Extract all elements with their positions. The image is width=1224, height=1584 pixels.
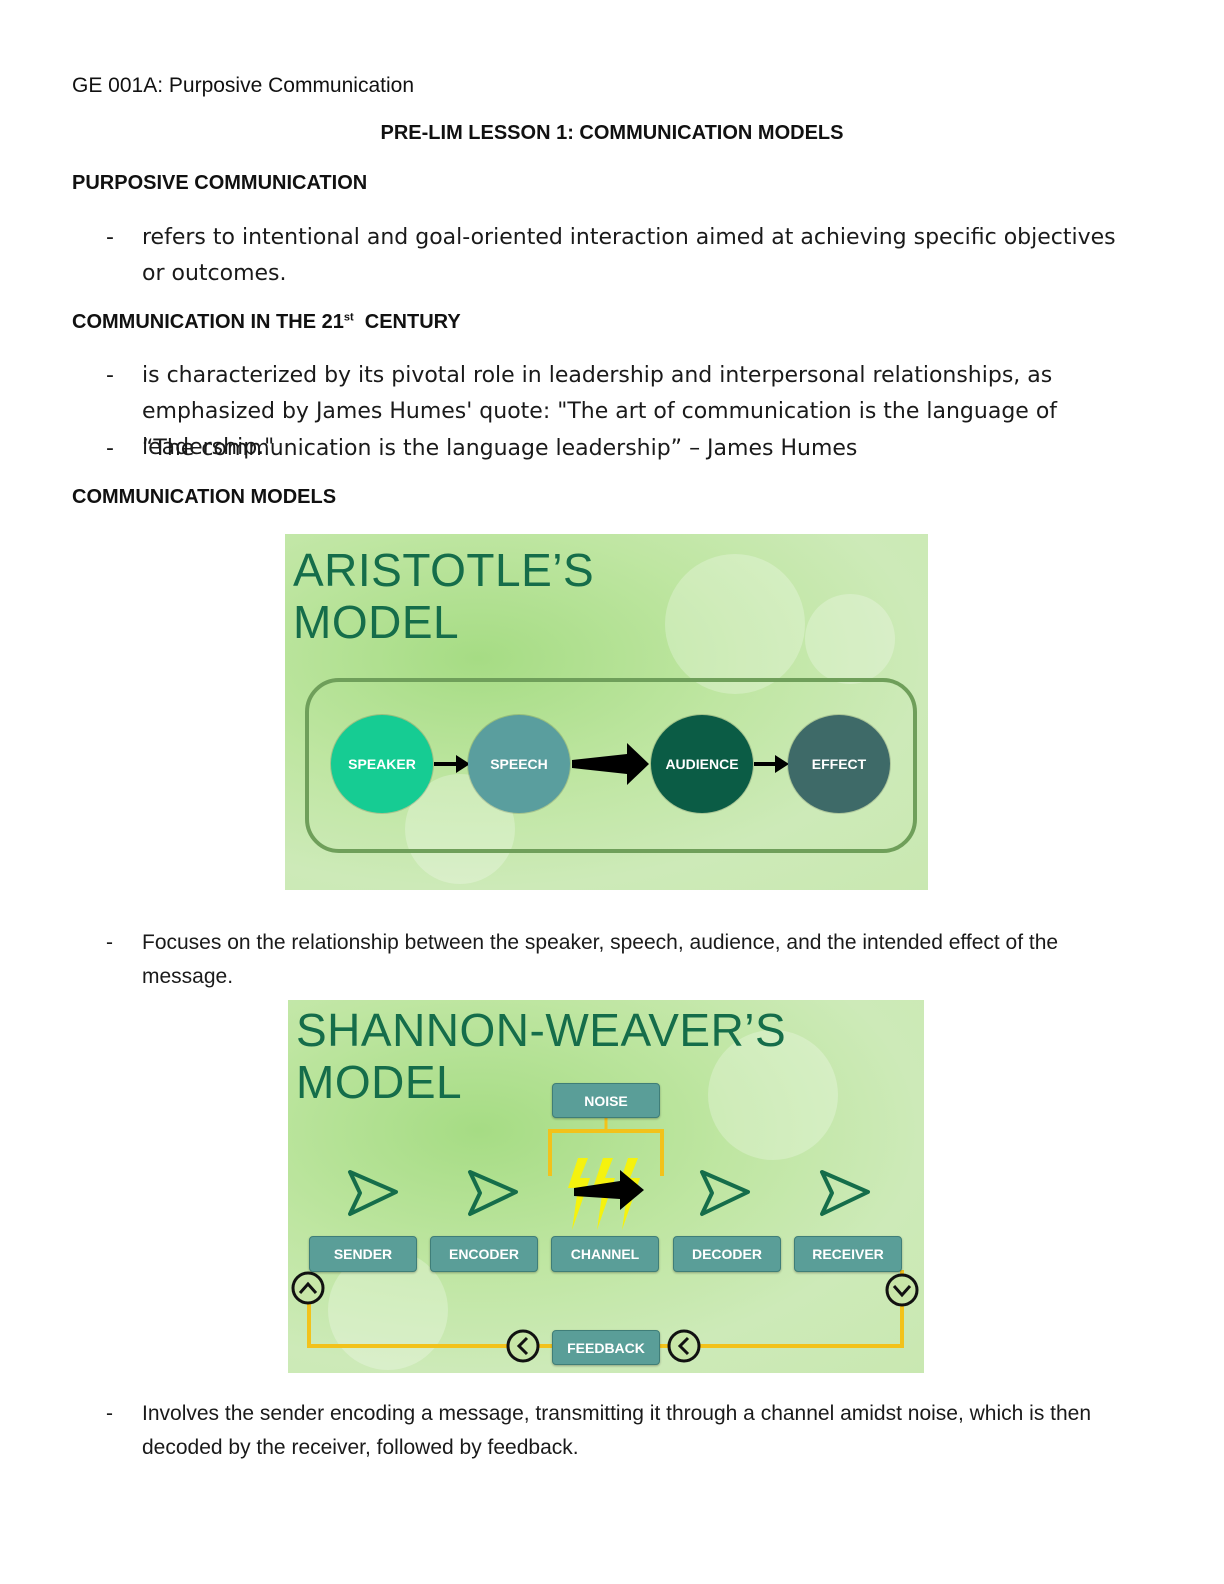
node-speech: SPEECH — [468, 715, 570, 813]
caption-aristotle: - Focuses on the relationship between th… — [106, 926, 1136, 994]
heading-text-end: CENTURY — [353, 311, 461, 333]
page-header: GE 001A: Purposive Communication — [72, 74, 414, 97]
bullet-text: refers to intentional and goal-oriented … — [142, 225, 1116, 286]
caption-shannon: - Involves the sender encoding a message… — [106, 1397, 1136, 1465]
section-heading-purposive: PURPOSIVE COMMUNICATION — [72, 172, 368, 194]
bullet-century-1: - is characterized by its pivotal role i… — [106, 358, 1136, 466]
channel-box: CHANNEL — [551, 1236, 659, 1272]
bullet-purposive-1: - refers to intentional and goal-oriente… — [106, 220, 1136, 292]
encoder-box: ENCODER — [430, 1236, 538, 1272]
lesson-title: PRE-LIM LESSON 1: COMMUNICATION MODELS — [380, 122, 844, 144]
arrow-audience-effect — [754, 755, 789, 773]
feedback-box: FEEDBACK — [552, 1330, 660, 1365]
node-speaker: SPEAKER — [331, 715, 433, 813]
bullet-text: Focuses on the relationship between the … — [142, 931, 1059, 988]
shannon-diagram-lines — [291, 1116, 919, 1363]
bullet-dash: - — [106, 931, 113, 954]
heading-text: COMMUNICATION IN THE 21 — [72, 311, 344, 333]
decoder-box: DECODER — [673, 1236, 781, 1272]
noise-box: NOISE — [552, 1083, 660, 1118]
arrow-speaker-speech — [434, 755, 470, 773]
shannon-title: SHANNON-WEAVER’S MODEL — [296, 1004, 787, 1108]
aristotle-model-slide: ARISTOTLE’S MODEL SPEAKER SPEECH AUDIENC… — [285, 534, 928, 890]
node-effect: EFFECT — [788, 715, 890, 813]
bullet-dash: - — [106, 363, 114, 388]
section-heading-century: COMMUNICATION IN THE 21st CENTURY — [72, 311, 461, 334]
bullet-dash: - — [106, 436, 114, 461]
bullet-century-2: - “The communication is the language lea… — [106, 431, 1136, 467]
aristotle-arrows — [434, 743, 789, 785]
bullet-text: Involves the sender encoding a message, … — [142, 1402, 1092, 1459]
bullet-dash: - — [106, 225, 114, 250]
heading-superscript: st — [343, 311, 354, 324]
sender-box: SENDER — [309, 1236, 417, 1272]
aristotle-frame — [305, 678, 917, 853]
bullet-text: “The communication is the language leade… — [142, 436, 858, 461]
bullet-dash: - — [106, 1402, 113, 1425]
up-arrow-icon — [291, 1271, 325, 1305]
left-arrow-icon-1 — [506, 1329, 540, 1363]
section-heading-models: COMMUNICATION MODELS — [72, 486, 337, 508]
node-audience: AUDIENCE — [651, 715, 753, 813]
down-arrow-icon — [885, 1273, 919, 1307]
aristotle-title: ARISTOTLE’S MODEL — [293, 544, 595, 648]
left-arrow-icon-2 — [667, 1329, 701, 1363]
receiver-box: RECEIVER — [794, 1236, 902, 1272]
shannon-weaver-model-slide: SHANNON-WEAVER’S MODEL — [288, 1000, 924, 1373]
arrow-speech-audience — [572, 743, 649, 785]
bullet-text: is characterized by its pivotal role in … — [142, 363, 1058, 460]
